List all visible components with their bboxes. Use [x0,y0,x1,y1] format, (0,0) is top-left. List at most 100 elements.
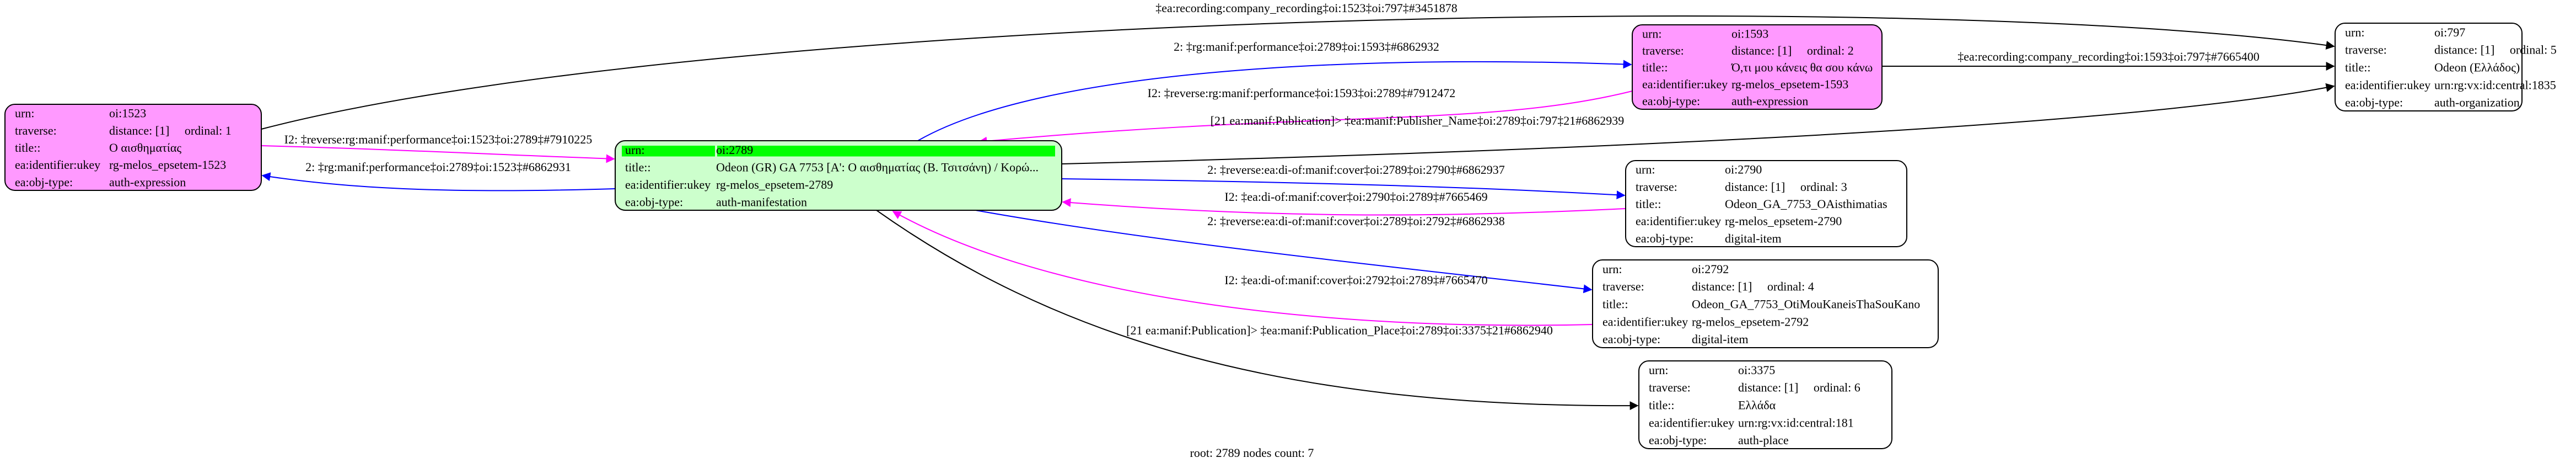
node-field-label: title:: [1602,297,1628,311]
edge-1523-to-2789: I2: ‡reverse:rg:manif:performance‡oi:152… [261,132,615,163]
edge-1593-to-797: ‡ea:recording:company_recording‡oi:1593‡… [1882,50,2335,71]
node-field-label: ea:obj-type: [1649,433,1707,447]
node-field-value: distance: [1] ordinal: 4 [1692,280,1814,294]
edge-label: 2: ‡reverse:ea:di-of:manif:cover‡oi:2789… [1207,163,1504,177]
node-field-label: urn: [1602,262,1622,276]
node-field-label: ea:obj-type: [2345,95,2403,109]
node-field-value: urn:rg:vx:id:central:181 [1738,416,1854,429]
node-field-value: Ό,τι μου κάνεις θα σου κάνω [1731,61,1873,74]
edge-label: [21 ea:manif:Publication]> ‡ea:manif:Pub… [1126,323,1553,337]
graph-caption: root: 2789 nodes count: 7 [1190,446,1314,460]
edge-line [1061,83,2335,164]
node-field-label: traverse: [1602,280,1644,294]
node-field-label: ea:identifier:ukey [1602,315,1688,328]
node-field-label: traverse: [1636,180,1677,194]
node-box [1638,360,1892,449]
node-field-label: title:: [2345,61,2370,74]
node-field-value: Ελλάδα [1738,398,1776,412]
edge-label: 2: ‡rg:manif:performance‡oi:2789‡oi:1523… [305,160,571,174]
node-field-label: ea:obj-type: [1642,94,1700,108]
edges-layer: ‡ea:recording:company_recording‡oi:1523‡… [261,1,2335,411]
node-1523[interactable]: urn: oi:1523 traverse: distance: [1] ordina… [4,104,262,191]
node-field-label: ea:obj-type: [15,175,73,189]
edge-label: I2: ‡ea:di-of:manif:cover‡oi:2790‡oi:278… [1224,190,1487,204]
node-field-value: oi:2792 [1692,262,1729,276]
node-field-label: urn: [15,107,34,120]
node-field-value: oi:1523 [109,107,146,120]
node-field-label: ea:obj-type: [1602,332,1660,346]
node-field-value: Odeon (GR) GA 7753 [A': Ο αισθηματίας (Β… [716,160,1039,174]
node-field-value: rg-melos_epsetem-1523 [109,158,226,172]
edge-2792-to-2789: I2: ‡ea:di-of:manif:cover‡oi:2792‡oi:278… [892,211,1593,326]
node-field-label: title:: [1649,398,1674,412]
node-box [4,104,262,191]
node-field-value: Odeon_GA_7753_OAisthimatias [1725,197,1887,211]
node-field-label: title:: [625,160,650,174]
edge-label: [21 ea:manif:Publication]> ‡ea:manif:Pub… [1211,114,1625,127]
node-field-value: auth-manifestation [716,195,807,209]
edge-2789-to-1593: 2: ‡rg:manif:performance‡oi:2789‡oi:1593… [917,40,1632,141]
node-field-value: oi:1593 [1731,26,1768,40]
edge-2789-to-3375: [21 ea:manif:Publication]> ‡ea:manif:Pub… [876,210,1639,411]
node-field-label: ea:identifier:ukey [625,178,711,191]
node-1593[interactable]: urn: oi:1593 traverse: distance: [1] ordina… [1632,24,1883,110]
edge-label: 2: ‡reverse:ea:di-of:manif:cover‡oi:2789… [1207,214,1504,228]
edge-2790-to-2789: I2: ‡ea:di-of:manif:cover‡oi:2790‡oi:278… [1062,190,1626,216]
edge-label: I2: ‡ea:di-of:manif:cover‡oi:2792‡oi:278… [1224,273,1487,287]
node-box [2335,23,2523,111]
node-field-label: urn: [2345,25,2364,39]
node-3375[interactable]: urn: oi:3375 traverse: distance: [1] ordina… [1638,360,1892,449]
edge-line [917,60,1632,141]
node-field-label: ea:identifier:ukey [2345,78,2430,92]
node-2792[interactable]: urn: oi:2792 traverse: distance: [1] ordina… [1592,259,1939,348]
edge-1593-to-2789: I2: ‡reverse:rg:manif:performance‡oi:159… [978,86,1633,146]
edge-1523-to-797: ‡ea:recording:company_recording‡oi:1523‡… [261,1,2335,130]
node-field-value: distance: [1] ordinal: 1 [109,124,232,137]
edge-line [261,145,615,163]
node-field-value: distance: [1] ordinal: 6 [1738,381,1860,395]
node-field-value: oi:3375 [1738,363,1775,377]
node-field-value: auth-expression [1731,94,1808,108]
node-field-label: ea:obj-type: [625,195,683,209]
node-box [1625,160,1907,247]
edge-line [975,210,1593,294]
node-field-value: oi:2789 [716,143,753,157]
edge-line [892,211,1593,326]
node-field-label: traverse: [2345,43,2387,57]
node-field-label: traverse: [15,124,57,137]
node-797[interactable]: urn: oi:797 traverse: distance: [1] ordinal… [2335,23,2557,111]
node-field-value: auth-expression [109,175,186,189]
node-field-label: urn: [1642,26,1661,40]
node-field-label: title:: [1642,61,1668,74]
node-field-value: distance: [1] ordinal: 2 [1731,44,1854,57]
node-field-label: ea:identifier:ukey [1649,416,1734,429]
edge-line [978,91,1633,146]
node-field-label: ea:identifier:ukey [1642,77,1728,91]
node-field-value: distance: [1] ordinal: 5 [2434,43,2557,57]
edge-label: ‡ea:recording:company_recording‡oi:1523‡… [1155,1,1457,15]
node-field-value: urn:rg:vx:id:central:1835 [2434,78,2556,92]
node-field-value: rg-melos_epsetem-1593 [1731,77,1848,91]
edge-label: I2: ‡reverse:rg:manif:performance‡oi:152… [284,132,593,146]
edge-2789-to-797: [21 ea:manif:Publication]> ‡ea:manif:Pub… [1061,83,2335,164]
node-field-label: traverse: [1649,381,1691,395]
edge-line [876,210,1639,411]
node-field-value: digital-item [1725,231,1782,245]
node-field-value: oi:797 [2434,25,2465,39]
node-box [1632,24,1883,110]
edge-line [261,172,616,191]
edge-line [1062,198,1626,216]
node-field-value: digital-item [1692,332,1749,346]
edge-label: ‡ea:recording:company_recording‡oi:1593‡… [1957,50,2259,63]
node-field-value: rg-melos_epsetem-2792 [1692,315,1809,328]
node-field-label: traverse: [1642,44,1684,57]
node-field-label: urn: [1649,363,1668,377]
node-field-value: rg-melos_epsetem-2789 [716,178,833,191]
node-field-label: ea:identifier:ukey [15,158,100,172]
root-header-label-cell [622,146,715,157]
node-field-label: ea:identifier:ukey [1636,214,1721,228]
node-box [1592,259,1939,348]
